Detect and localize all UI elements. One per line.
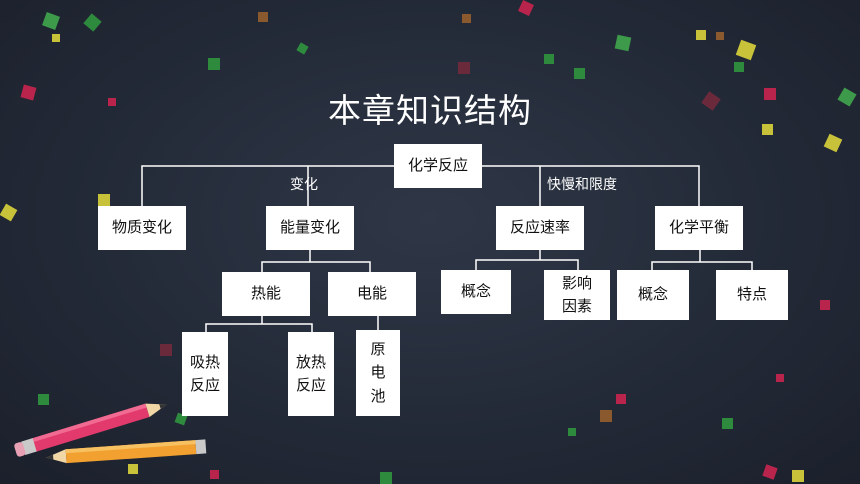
confetti-decoration [258,12,268,22]
node-rate-concept: 概念 [441,270,511,314]
confetti-decoration [776,374,784,382]
node-energy-change: 能量变化 [266,206,354,250]
edge-label-speed-limit: 快慢和限度 [547,177,617,193]
connector-line [651,261,753,270]
node-exothermic-reaction: 放热 反应 [288,332,334,416]
node-material-change: 物质变化 [98,206,186,250]
confetti-decoration [574,68,585,79]
edge-label-change: 变化 [290,177,318,193]
confetti-decoration [716,32,724,40]
confetti-decoration [734,62,744,72]
confetti-decoration [696,30,706,40]
confetti-decoration [108,98,116,106]
node-galvanic-cell: 原 电 池 [356,330,400,416]
confetti-decoration [722,418,733,429]
confetti-decoration [128,464,138,474]
confetti-decoration [764,88,776,100]
page-title: 本章知识结构 [328,91,532,130]
node-electric-energy: 电能 [328,272,416,316]
confetti-decoration [38,394,49,405]
node-rate-factors: 影响 因素 [544,270,610,320]
confetti-decoration [792,470,804,482]
confetti-decoration [616,394,626,404]
node-equilibrium-concept: 概念 [617,270,689,320]
confetti-decoration [458,62,470,74]
pencil-icon [14,403,167,457]
confetti-decoration [600,410,612,422]
pencil-icon [46,439,207,464]
connector-line [205,323,313,332]
node-equilibrium-features: 特点 [716,270,788,320]
confetti-decoration [820,300,830,310]
connector-line [475,259,579,270]
connector-line [261,261,371,272]
confetti-decoration [544,54,554,64]
node-endothermic-reaction: 吸热 反应 [182,332,228,416]
confetti-decoration [52,34,60,42]
connector-line [141,165,394,206]
node-reaction-rate: 反应速率 [496,206,584,250]
node-chemical-reaction: 化学反应 [394,144,482,188]
confetti-decoration [98,194,110,206]
confetti-decoration [210,470,219,479]
node-chemical-equilibrium: 化学平衡 [655,206,743,250]
confetti-decoration [762,124,773,135]
confetti-decoration [208,58,220,70]
connector-line [482,165,700,206]
confetti-decoration [160,344,172,356]
confetti-decoration [380,472,392,484]
node-heat-energy: 热能 [222,272,310,316]
confetti-decoration [462,14,471,23]
confetti-decoration [568,428,576,436]
